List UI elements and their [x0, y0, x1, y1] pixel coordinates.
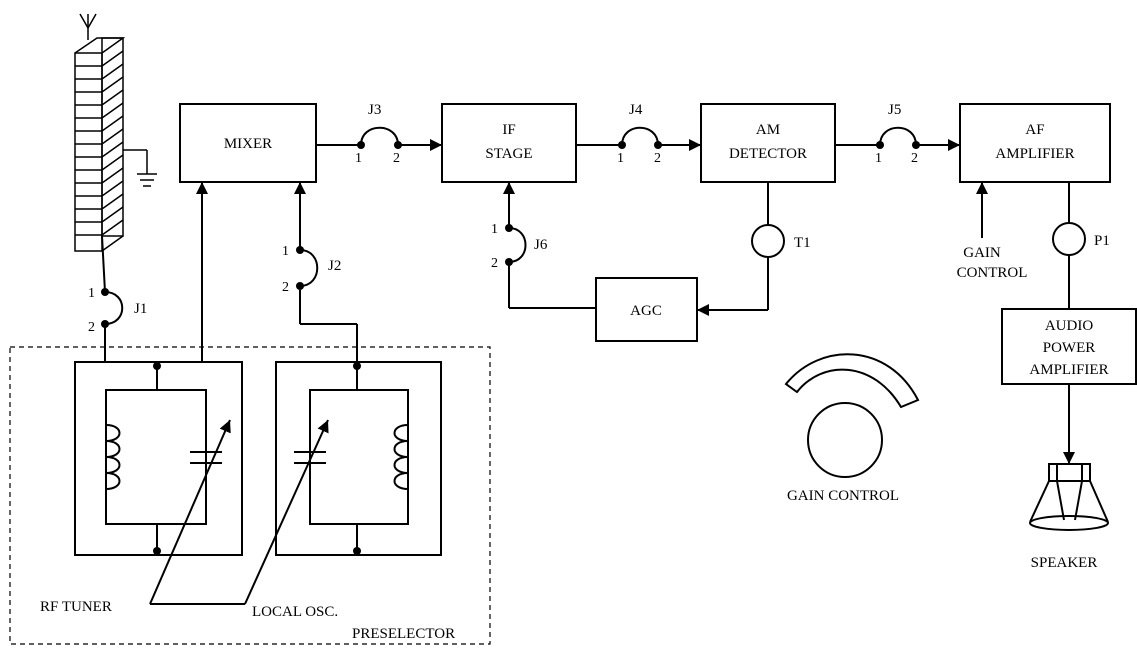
gain-control-knob-label: GAIN CONTROL [787, 488, 899, 504]
j3-pin1-label: 1 [355, 151, 362, 166]
coil-turn [101, 141, 124, 158]
t1-test-point [751, 224, 785, 258]
af-amplifier-block [959, 103, 1111, 183]
antenna-icon [79, 13, 97, 40]
j6-label: J6 [534, 237, 548, 253]
lo-capacitor-icon [294, 440, 326, 474]
coil-turn [101, 128, 124, 145]
af-amplifier-label-line2: AMPLIFIER [995, 146, 1074, 162]
p1-label: P1 [1094, 233, 1110, 249]
j4-pin1-label: 1 [617, 151, 624, 166]
rf-tuner-tank [74, 361, 243, 556]
j5-pin1-label: 1 [875, 151, 882, 166]
coil-turn [101, 193, 124, 210]
coil-turn [101, 50, 124, 67]
j4-label: J4 [629, 102, 643, 118]
coil-turn [101, 219, 124, 236]
jumper-j6: 1 2 J6 [491, 222, 548, 271]
agc-block [595, 277, 698, 342]
rf-tuner-label: RF TUNER [40, 599, 112, 615]
audio-power-amplifier-label-line1: AUDIO [1045, 318, 1093, 334]
jumper-j5: J5 1 2 [875, 102, 920, 166]
af-amplifier-label-line1: AF [1025, 122, 1044, 138]
rf-capacitor-icon [190, 440, 222, 474]
if-stage-label-line2: STAGE [485, 146, 532, 162]
mixer-block [179, 103, 317, 183]
audio-power-amplifier-block [1001, 308, 1137, 385]
j1-pin1-label: 1 [88, 286, 95, 301]
coil-turn [101, 76, 124, 93]
gain-control-input-label-line1: GAIN [963, 245, 1001, 261]
coil-turn [101, 154, 124, 171]
j6-pin2-label: 2 [491, 256, 498, 271]
coil-turn [101, 180, 124, 197]
local-osc-label: LOCAL OSC. [252, 604, 338, 620]
am-detector-block [700, 103, 836, 183]
jumper-j4: J4 1 2 [617, 102, 662, 166]
j3-label: J3 [368, 102, 381, 118]
if-stage-label-line1: IF [502, 122, 515, 138]
j2-label: J2 [328, 258, 341, 274]
coil-turn [101, 63, 124, 80]
local-osc-tank [275, 361, 442, 556]
j4-pin2-label: 2 [654, 151, 661, 166]
jumper-j3: J3 1 2 [355, 102, 402, 166]
j2-pin1-label: 1 [282, 244, 289, 259]
j1-label: J1 [134, 301, 147, 317]
p1-test-point [1052, 222, 1086, 256]
speaker-label: SPEAKER [1031, 555, 1098, 571]
j5-label: J5 [888, 102, 901, 118]
gain-control-input-label-line2: CONTROL [957, 265, 1028, 281]
j6-pin1-label: 1 [491, 222, 498, 237]
coil-turn [101, 102, 124, 119]
audio-power-amplifier-label-line3: AMPLIFIER [1029, 362, 1108, 378]
j5-pin2-label: 2 [911, 151, 918, 166]
audio-power-amplifier-label-line2: POWER [1043, 340, 1096, 356]
j1-pin2-label: 2 [88, 320, 95, 335]
jumper-j2: 1 2 J2 [282, 244, 341, 295]
rf-inductor-icon [105, 424, 121, 490]
coil-turn [101, 115, 124, 132]
preselector-boundary [9, 346, 491, 645]
coil-turn [101, 89, 124, 106]
antenna-coil-icon [74, 37, 126, 252]
if-stage-block [441, 103, 577, 183]
t1-label: T1 [794, 235, 811, 251]
mixer-label: MIXER [224, 136, 272, 152]
preselector-label: PRESELECTOR [352, 626, 455, 642]
gain-control-knob-icon [784, 353, 920, 478]
lo-inductor-icon [393, 424, 409, 490]
coil-turn [101, 167, 124, 184]
speaker-icon [1029, 463, 1109, 531]
am-detector-label-line1: AM [756, 122, 780, 138]
am-detector-label-line2: DETECTOR [729, 146, 807, 162]
coil-turn [101, 206, 124, 223]
ground-icon [123, 149, 157, 187]
j3-pin2-label: 2 [393, 151, 400, 166]
j2-pin2-label: 2 [282, 280, 289, 295]
jumper-j1: 1 2 J1 [88, 286, 147, 335]
agc-label: AGC [630, 303, 662, 319]
ganged-tuning-arrows [149, 419, 329, 605]
